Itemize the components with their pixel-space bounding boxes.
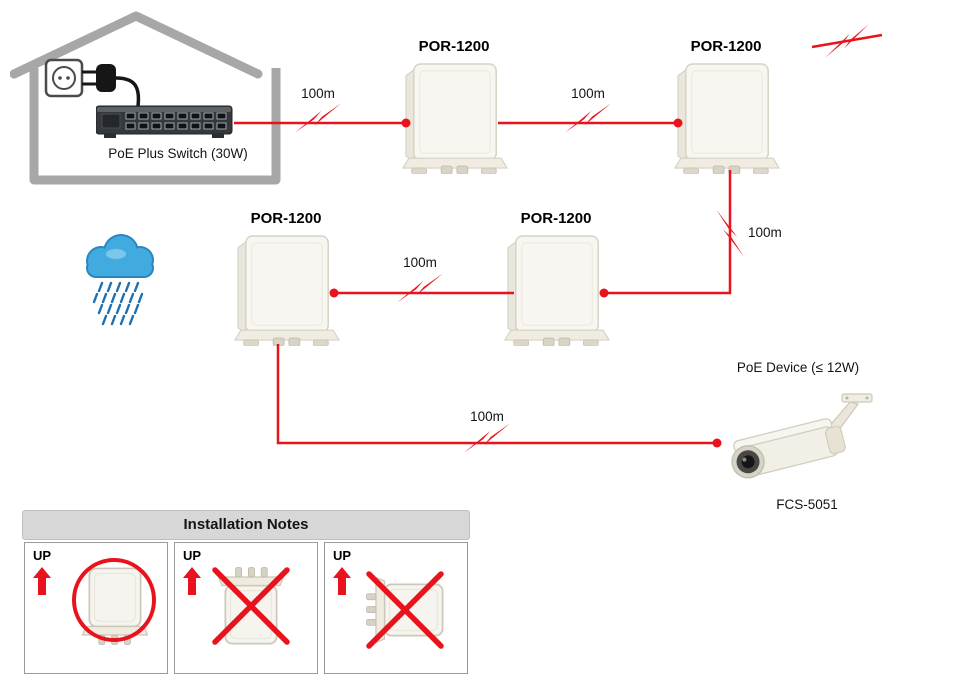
note-cell-correct: UP (24, 542, 168, 674)
repeater-label: POR-1200 (250, 210, 322, 227)
up-label: UP (333, 548, 352, 563)
distance-label: 100m (748, 225, 782, 240)
lightning-bolt-icon (563, 103, 613, 133)
lightning-bolt-icon (821, 24, 873, 58)
up-arrow-icon (183, 567, 201, 595)
up-label: UP (183, 548, 202, 563)
notes-title: Installation Notes (22, 510, 470, 540)
up-arrow-icon (33, 567, 51, 595)
wrong-cross-icon (212, 567, 290, 645)
up-arrow-icon (333, 567, 351, 595)
repeater-device-icon (234, 235, 340, 346)
distance-label: 100m (301, 86, 335, 101)
ip-camera-icon (731, 393, 873, 479)
up-label: UP (33, 548, 52, 563)
rain-cloud-icon (86, 234, 154, 326)
note-cell-wrong-upside-down: UP (174, 542, 318, 674)
repeater-label: POR-1200 (418, 38, 490, 55)
lightning-bolt-icon (293, 103, 343, 133)
wrong-cross-icon (366, 571, 444, 649)
power-plug-icon (82, 64, 116, 92)
link-line (811, 33, 883, 49)
poe-switch-icon (96, 105, 233, 138)
repeater-label: POR-1200 (690, 38, 762, 55)
distance-label: 100m (470, 409, 504, 424)
power-outlet-icon (44, 58, 141, 107)
distance-label: 100m (403, 255, 437, 270)
correct-circle-icon (72, 558, 156, 642)
note-cell-wrong-sideways: UP (324, 542, 468, 674)
power-cable (115, 76, 141, 107)
lightning-bolt-icon (395, 273, 445, 303)
link-line (604, 170, 732, 295)
lightning-bolt-icon (462, 423, 512, 453)
repeater-label: POR-1200 (520, 210, 592, 227)
repeater-device-icon (402, 63, 508, 174)
link-line (276, 344, 717, 445)
poe-device-label: PoE Device (≤ 12W) (736, 360, 860, 375)
installation-notes-panel: Installation Notes UP UP UP (22, 510, 470, 676)
repeater-device-icon (504, 235, 610, 346)
switch-label: PoE Plus Switch (30W) (108, 146, 248, 161)
repeater-device-icon (674, 63, 780, 174)
lightning-bolt-icon (716, 208, 744, 258)
distance-label: 100m (571, 86, 605, 101)
camera-model-label: FCS-5051 (776, 497, 838, 512)
